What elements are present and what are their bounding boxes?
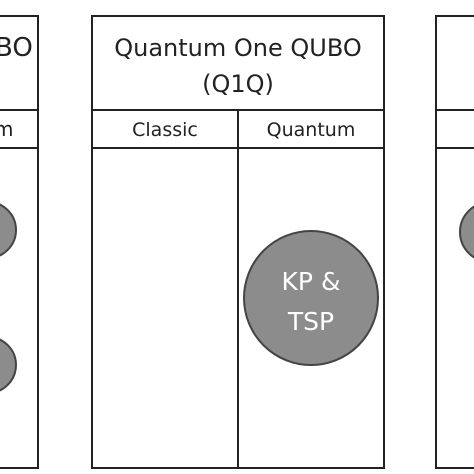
left-panel-circle-2 [0,338,17,392]
left-panel-title-fragment: BO [0,33,33,63]
kp-tsp-label-line1: KP & [282,267,341,296]
kp-tsp-label-line2: TSP [287,307,334,336]
kp-tsp-circle [243,230,379,366]
center-panel: Quantum One QUBO (Q1Q) Classic Quantum K… [91,15,385,469]
column-header-classic: Classic [132,119,198,141]
center-panel-title-line2: (Q1Q) [202,70,274,98]
left-panel-column-fragment: m [0,117,13,141]
right-panel [435,15,474,469]
left-panel: BO m [0,15,39,469]
column-header-quantum: Quantum [267,119,356,141]
left-panel-circle-1 [0,203,17,257]
right-panel-frame [435,15,474,469]
left-panel-frame [0,15,39,469]
right-panel-circle [459,205,474,259]
center-panel-title-line1: Quantum One QUBO [114,34,362,62]
